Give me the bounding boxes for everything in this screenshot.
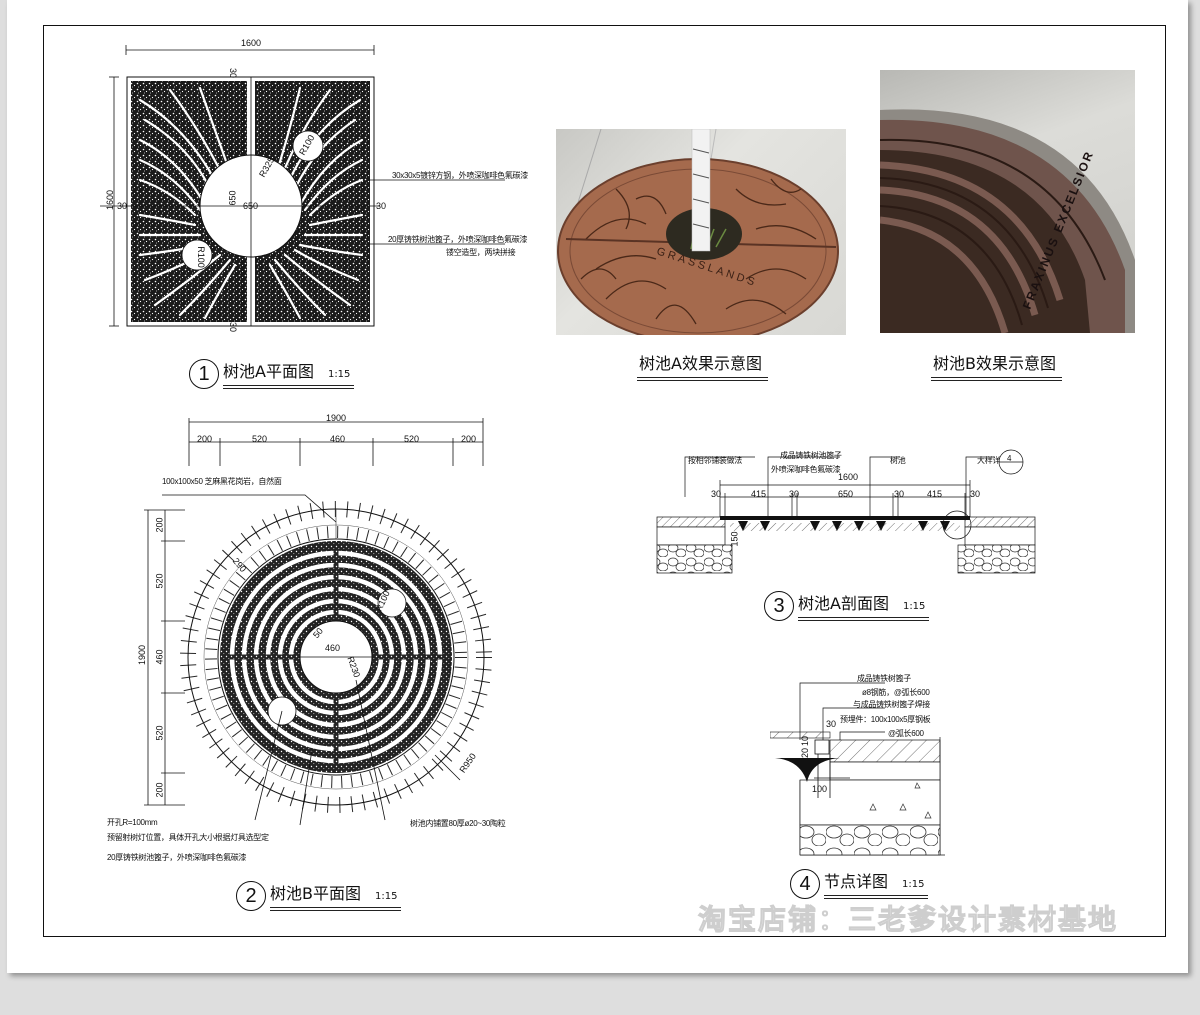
dim-gap-top: 30 [228,67,239,79]
drawing-scale: 1:15 [902,879,925,890]
dim-s-seg-4: 650 [838,489,854,499]
caption-photo-b: 树池B效果示意图 [931,350,1062,381]
title-drawing-1: 1 树池A平面图 1:15 [189,358,355,389]
dim-b-center-opening: 460 [325,643,341,653]
drawing-title: 树池B平面图 [270,884,361,903]
dim-b-vseg-5: 200 [154,782,165,798]
dim-b-vseg-4: 520 [154,725,165,741]
dim-b-seg-5: 200 [461,434,477,444]
note-finished-grate-d: 成品铸铁树篦子 [857,674,911,683]
dim-gap-bottom: 30 [228,321,239,333]
note-granite-pavers: 100x100x50 芝麻黑花岗岩，自然面 [162,477,282,486]
caption-photo-a: 树池A效果示意图 [637,350,768,381]
title-drawing-2: 2 树池B平面图 1:15 [236,880,402,911]
drawing-number-badge: 1 [189,359,219,389]
title-drawing-4: 4 节点详图 1:15 [790,868,929,899]
dim-opening-height: 650 [227,190,238,206]
dim-b-vseg-1: 200 [154,517,165,533]
dim-d-anchor: 100 [812,784,828,794]
note-light-reserve: 预留射树灯位置，具体开孔大小根据灯具选型定 [107,833,269,842]
drawing-number-badge: 3 [764,591,794,621]
note-cast-iron-grate: 20厚铸铁树池篦子，外喷深咖啡色氟碳漆 [388,235,528,244]
node-detail [770,682,945,856]
dim-b-vertical-overall: 1900 [137,644,148,666]
drawing-border [43,25,1166,937]
dim-d-h2: 20 [800,747,811,759]
note-paving-method: 按相邻铺装做法 [688,456,742,465]
dim-overall-height: 1600 [105,189,116,211]
drawing-title: 树池A平面图 [223,362,314,381]
dim-opening-width: 650 [243,201,259,211]
dim-s-seg-1: 30 [711,489,722,499]
note-detail-ref: 大样详 [977,456,1001,465]
dim-s-seg-7: 30 [970,489,981,499]
note-paint: 外喷深咖啡色氟碳漆 [771,465,841,474]
tree-pit-a-plan [100,45,505,327]
photo-tree-pit-a: GRASSLANDS [556,129,846,335]
dim-s-seg-6: 415 [927,489,943,499]
photo-tree-pit-b: FRAXINUS EXCELSIOR [880,70,1135,333]
dim-gap-right: 30 [376,201,387,211]
note-embedded-plate: 预埋件：100x100x5厚钢板 [840,715,931,724]
dim-s-overall: 1600 [838,472,859,482]
dim-s-seg-3: 30 [789,489,800,499]
dim-d-width: 30 [826,719,837,729]
dim-s-seg-2: 415 [751,489,767,499]
note-cast-iron-grate-b: 20厚铸铁树池篦子，外喷深咖啡色氟碳漆 [107,853,247,862]
dim-b-seg-1: 200 [197,434,213,444]
note-arc-spacing: @弧长600 [888,729,924,738]
tree-pit-b-plan [144,418,492,826]
watermark: 淘宝店铺：三老爹设计素材基地 [697,903,1119,937]
dim-hole-radius-bottom: R100 [195,246,206,268]
dim-b-seg-3: 460 [330,434,346,444]
dim-b-seg-4: 520 [404,434,420,444]
drawing-number-badge: 2 [236,881,266,911]
dim-b-vseg-3: 460 [154,649,165,665]
dim-s-depth: 150 [729,531,740,547]
tree-pit-a-section [656,449,1036,574]
note-rebar: ø8钢筋，@弧长600 [862,688,930,697]
drawing-scale: 1:15 [902,601,926,612]
drawing-title: 节点详图 [824,872,889,891]
dim-overall-width: 1600 [241,38,262,48]
dim-gap-left: 30 [117,201,128,211]
dim-s-seg-5: 30 [894,489,905,499]
dim-b-overall: 1900 [326,413,347,423]
note-hole-radius: 开孔R=100mm [107,818,158,827]
note-steel-frame: 30x30x5镀锌方钢，外喷深咖啡色氟碳漆 [392,171,528,180]
drawing-scale: 1:15 [374,891,398,902]
detail-ref-number: 4 [1007,454,1012,463]
drawing-number-badge: 4 [790,869,820,899]
drawing-title: 树池A剖面图 [798,594,889,613]
drawing-scale: 1:15 [327,369,351,380]
dim-b-seg-2: 520 [252,434,268,444]
dim-d-h1: 10 [800,735,811,747]
note-tree-pit: 树池 [890,456,906,465]
note-hollow-design: 镂空造型，两块拼接 [446,248,516,257]
dim-b-vseg-2: 520 [154,573,165,589]
note-weld: 与成品铸铁树篦子焊接 [853,700,930,709]
title-drawing-3: 3 树池A剖面图 1:15 [764,590,930,621]
note-ceramsite-fill: 树池内铺置80厚ø20~30陶粒 [410,819,506,828]
note-finished-grate: 成品铸铁树池篦子 [780,451,842,460]
